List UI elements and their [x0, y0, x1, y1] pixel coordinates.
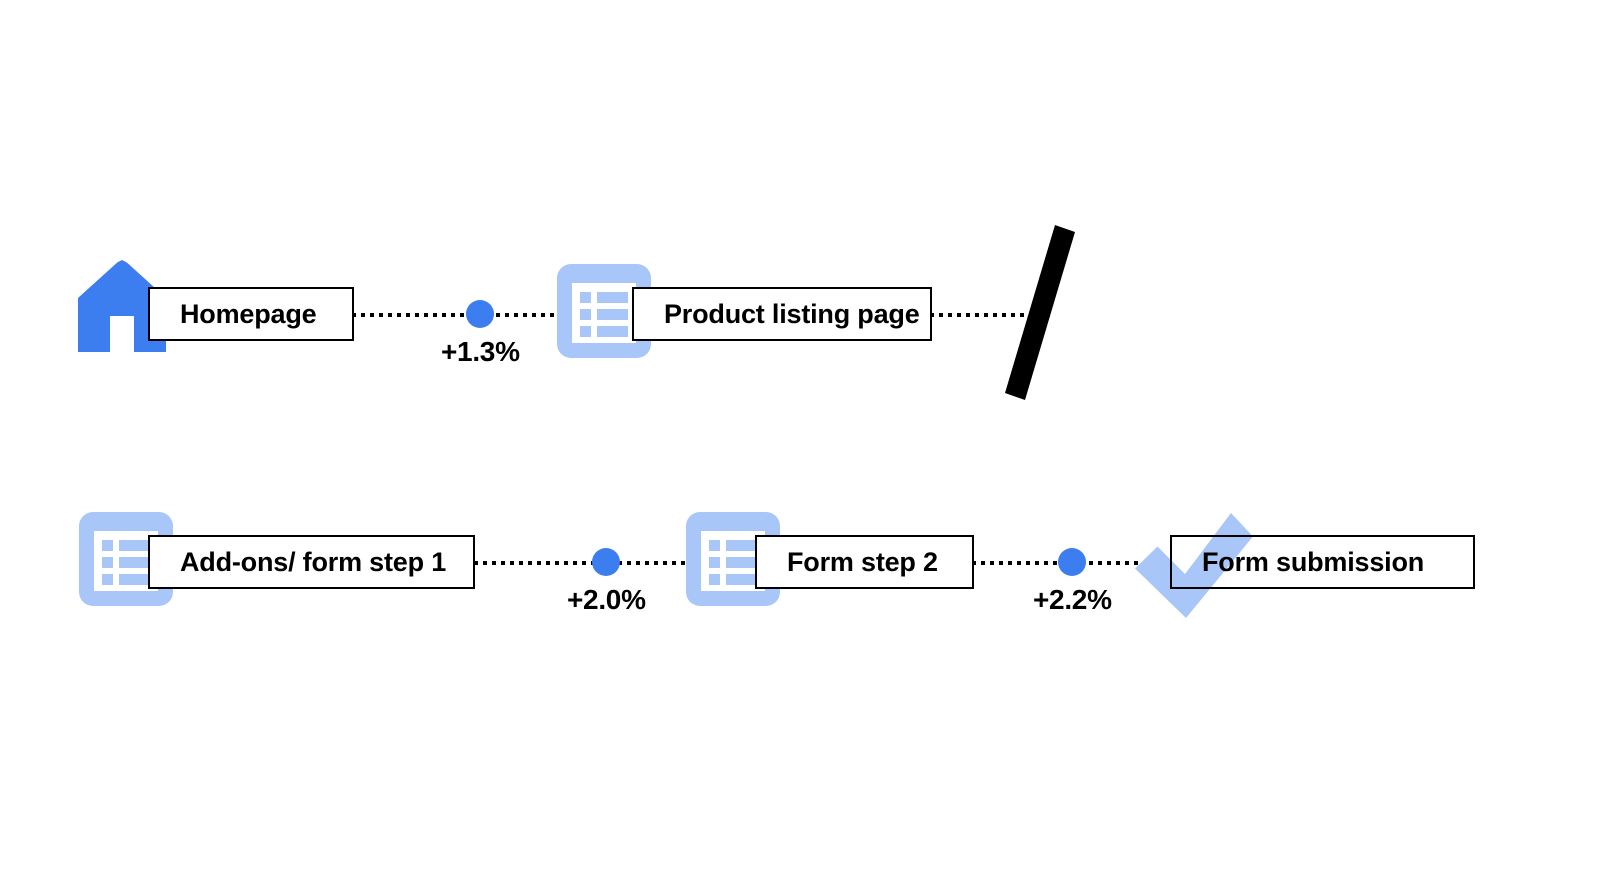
- connector-addons-to-form-step-2: [474, 561, 689, 565]
- metric-dot-icon: [466, 300, 495, 328]
- connector-homepage-to-plp: [352, 313, 560, 317]
- metric-form-step-2-to-submission: +2.2%: [1033, 548, 1112, 616]
- metric-value-addons-to-form-step-2: +2.0%: [567, 584, 646, 615]
- step-box-homepage[interactable]: Homepage: [148, 287, 354, 341]
- step-label-product-listing-page: Product listing page: [664, 298, 920, 329]
- metric-homepage-to-plp: +1.3%: [441, 300, 520, 368]
- step-label-form-submission: Form submission: [1202, 546, 1425, 577]
- step-label-homepage: Homepage: [180, 298, 317, 329]
- list-document-icon-plp: [557, 264, 651, 358]
- diagonal-slash-icon: [1000, 225, 1080, 400]
- metric-dot-icon: [1058, 548, 1087, 576]
- step-box-add-ons-form-step-1[interactable]: Add-ons/ form step 1: [148, 535, 475, 589]
- step-box-form-step-2[interactable]: Form step 2: [755, 535, 974, 589]
- metric-value-form-step-2-to-submission: +2.2%: [1033, 584, 1112, 615]
- metric-addons-to-form-step-2: +2.0%: [567, 548, 646, 616]
- step-label-form-step-2: Form step 2: [787, 546, 938, 577]
- step-box-form-submission[interactable]: Form submission: [1170, 535, 1475, 589]
- connector-plp-to-end: [930, 313, 1050, 317]
- check-mark-icon: [1124, 506, 1254, 621]
- step-box-product-listing-page[interactable]: Product listing page: [632, 287, 932, 341]
- house-icon: [78, 260, 166, 352]
- step-label-add-ons-form-step-1: Add-ons/ form step 1: [180, 546, 447, 577]
- metric-dot-icon: [592, 548, 621, 576]
- metric-value-homepage-to-plp: +1.3%: [441, 336, 520, 367]
